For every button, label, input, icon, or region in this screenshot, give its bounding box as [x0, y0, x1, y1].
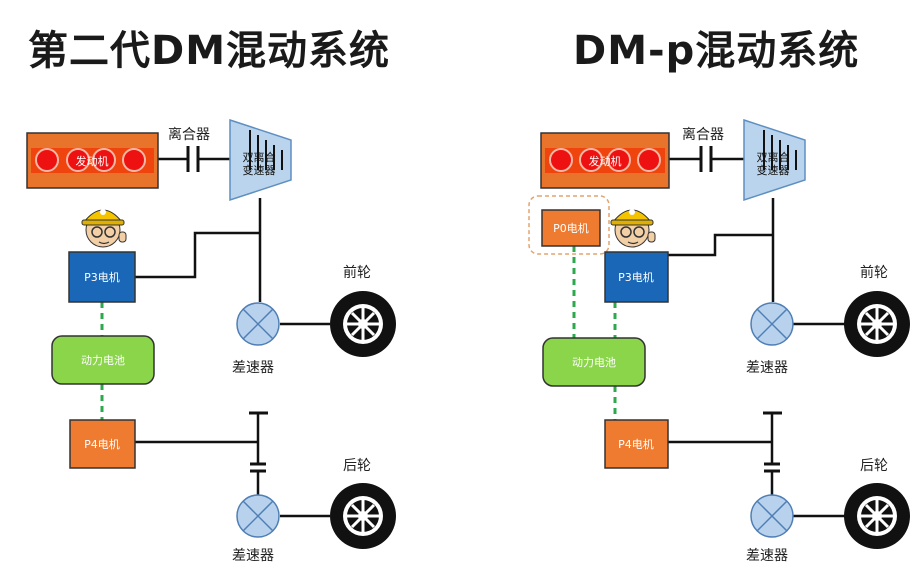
engineer-mascot-icon — [81, 209, 127, 248]
p3-motor-label: P3电机 — [84, 270, 120, 284]
engineer-mascot-icon — [610, 209, 656, 248]
electric-links — [572, 246, 617, 420]
clutch-label: 离合器 — [682, 127, 724, 143]
page-title: DM-p混动系统 — [573, 28, 860, 74]
dm-p-diagram: 发动机 双离合 变速器 P0电机 P3电机 动力电池 P4电机 — [528, 118, 910, 549]
dct-gearbox-icon — [229, 118, 292, 202]
battery-label: 动力电池 — [81, 354, 125, 367]
dct-label-line1: 双离合 — [243, 150, 276, 164]
p4-motor-label: P4电机 — [618, 437, 654, 451]
rear-wheel-icon — [844, 483, 910, 549]
p4-motor-block — [69, 419, 136, 469]
engine-label: 发动机 — [76, 154, 109, 168]
panel-dm-p: 发动机 双离合 变速器 P0电机 P3电机 动力电池 P4电机 — [457, 0, 914, 571]
rear-wheel-label: 后轮 — [860, 458, 888, 474]
rear-differential-label: 差速器 — [746, 548, 788, 564]
front-wheel-icon — [844, 291, 910, 357]
p4-motor-label: P4电机 — [84, 437, 120, 451]
p3-motor-block — [604, 251, 669, 303]
dct-label-line2: 变速器 — [243, 163, 276, 177]
front-wheel-label: 前轮 — [860, 265, 888, 281]
rear-wheel-icon — [330, 483, 396, 549]
page-title: 第二代DM混动系统 — [28, 28, 391, 74]
front-wheel-icon — [330, 291, 396, 357]
front-differential-icon — [750, 302, 794, 346]
drive-lines — [135, 157, 330, 518]
p4-motor-block — [604, 419, 669, 469]
rear-differential-label: 差速器 — [232, 548, 274, 564]
panel-gen2-dm: 发动机 双离合 变速器 P3电机 动力电池 P4电机 — [26, 28, 396, 564]
p0-highlight-frame — [528, 195, 610, 255]
p3-motor-block — [68, 251, 136, 303]
dct-label-line2: 变速器 — [757, 163, 790, 177]
clutch-icon — [186, 146, 200, 172]
engine-label: 发动机 — [589, 154, 622, 168]
front-differential-label: 差速器 — [746, 360, 788, 376]
clutch-icon — [699, 146, 713, 172]
engine-block — [26, 132, 159, 189]
engine-block — [540, 132, 670, 189]
rear-differential-icon — [236, 494, 280, 538]
front-wheel-label: 前轮 — [343, 265, 371, 281]
battery-block — [51, 335, 155, 385]
rear-wheel-label: 后轮 — [343, 458, 371, 474]
dct-label-line1: 双离合 — [757, 150, 790, 164]
dct-gearbox-icon — [743, 118, 806, 202]
rear-differential-icon — [750, 494, 794, 538]
front-differential-icon — [236, 302, 280, 346]
clutch-label: 离合器 — [168, 127, 210, 143]
drive-lines — [649, 157, 847, 518]
front-differential-label: 差速器 — [232, 360, 274, 376]
gen2-dm-diagram: 发动机 双离合 变速器 P3电机 动力电池 P4电机 — [26, 118, 396, 549]
rear-coupling-icon — [763, 411, 782, 473]
battery-label: 动力电池 — [572, 356, 616, 369]
battery-block — [542, 337, 646, 387]
rear-coupling-icon — [249, 411, 268, 473]
p0-motor-label: P0电机 — [553, 221, 589, 235]
p0-motor-block — [541, 209, 601, 247]
p3-motor-label: P3电机 — [618, 270, 654, 284]
